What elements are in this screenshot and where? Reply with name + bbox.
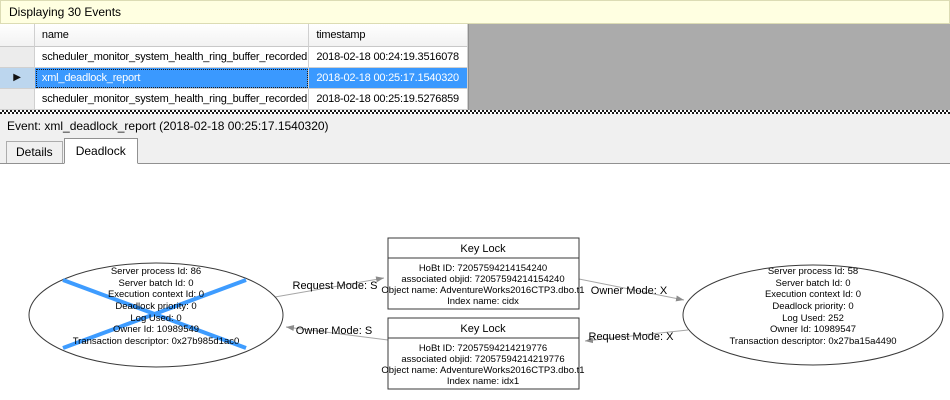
resource-node-keylock-bottom[interactable]: Key Lock HoBt ID: 72057594214219776 asso…: [381, 317, 585, 390]
resource-line: HoBt ID: 72057594214219776: [419, 343, 547, 354]
edge-label-owner-s: Owner Mode: S: [296, 325, 372, 337]
edge-request-s: Request Mode: S: [274, 276, 385, 298]
resource-line: Index name: cidx: [447, 296, 519, 307]
row-stub[interactable]: [0, 47, 35, 68]
event-name-cell[interactable]: scheduler_monitor_system_health_ring_buf…: [34, 47, 310, 68]
deadlock-graph-pane: Request Mode: S Owner Mode: S Owner Mode…: [0, 163, 950, 400]
process-node-victim[interactable]: Server process Id: 86 Server batch Id: 0…: [28, 262, 284, 368]
resource-line: associated objid: 72057594214219776: [401, 354, 564, 365]
grid-corner-stub: [0, 24, 35, 47]
node-line: Transaction descriptor: 0x27b985d1ac0: [73, 336, 240, 347]
resource-line: associated objid: 72057594214154240: [401, 274, 564, 285]
events-count-bar: Displaying 30 Events: [0, 0, 950, 24]
event-timestamp-cell[interactable]: 2018-02-18 00:24:19.3516078: [309, 47, 468, 68]
edge-request-x: Request Mode: X: [584, 329, 689, 344]
node-line: Transaction descriptor: 0x27ba15a4490: [729, 336, 896, 347]
resource-line: Object name: AdventureWorks2016CTP3.dbo.…: [381, 365, 584, 376]
edge-label-owner-x: Owner Mode: X: [591, 285, 668, 297]
event-timestamp-cell[interactable]: 2018-02-18 00:25:17.1540320: [309, 68, 468, 89]
event-name-cell[interactable]: xml_deadlock_report: [34, 68, 310, 89]
node-line: Execution context Id: 0: [765, 289, 861, 300]
tab-details[interactable]: Details: [6, 141, 63, 163]
column-header-name[interactable]: name: [34, 24, 310, 47]
process-node-right[interactable]: Server process Id: 58 Server batch Id: 0…: [682, 264, 944, 366]
row-stub[interactable]: ▶: [0, 68, 35, 89]
current-row-indicator-icon: ▶: [13, 72, 21, 83]
deadlock-graph: Request Mode: S Owner Mode: S Owner Mode…: [28, 237, 944, 390]
table-row-selected[interactable]: ▶ xml_deadlock_report 2018-02-18 00:25:1…: [0, 68, 468, 89]
edge-owner-s: Owner Mode: S: [285, 325, 389, 341]
edge-label-request-s: Request Mode: S: [293, 280, 378, 292]
node-line: Server batch Id: 0: [119, 278, 194, 289]
table-row[interactable]: scheduler_monitor_system_health_ring_buf…: [0, 47, 468, 68]
node-line: Owner Id: 10989547: [770, 324, 856, 335]
edge-label-request-x: Request Mode: X: [589, 331, 675, 343]
resource-line: Index name: idx1: [447, 376, 519, 387]
node-line: Server process Id: 58: [768, 266, 858, 277]
selected-event-strip: Event: xml_deadlock_report (2018-02-18 0…: [0, 114, 950, 137]
detail-tabstrip: Details Deadlock: [0, 137, 950, 164]
node-line: Deadlock priority: 0: [772, 301, 853, 312]
horizontal-splitter[interactable]: [0, 110, 950, 114]
column-header-timestamp[interactable]: timestamp: [309, 24, 468, 47]
event-timestamp-cell[interactable]: 2018-02-18 00:25:19.5276859: [309, 89, 468, 110]
grid-header-row: name timestamp: [0, 24, 468, 47]
events-count-label: Displaying 30 Events: [9, 5, 122, 19]
resource-title: Key Lock: [460, 323, 506, 335]
edge-owner-x: Owner Mode: X: [578, 278, 685, 302]
resource-line: Object name: AdventureWorks2016CTP3.dbo.…: [381, 285, 584, 296]
node-line: Server batch Id: 0: [776, 278, 851, 289]
resource-line: HoBt ID: 72057594214154240: [419, 263, 547, 274]
table-row[interactable]: scheduler_monitor_system_health_ring_buf…: [0, 89, 468, 110]
resource-node-keylock-top[interactable]: Key Lock HoBt ID: 72057594214154240 asso…: [381, 237, 585, 310]
event-name-cell[interactable]: scheduler_monitor_system_health_ring_buf…: [34, 89, 310, 110]
node-line: Log Used: 252: [782, 313, 844, 324]
node-line: Log Used: 0: [130, 313, 181, 324]
selected-event-label: Event: xml_deadlock_report (2018-02-18 0…: [7, 118, 329, 133]
resource-title: Key Lock: [460, 243, 506, 255]
events-grid-region: name timestamp scheduler_monitor_system_…: [0, 24, 950, 110]
row-stub[interactable]: [0, 89, 35, 110]
events-grid: name timestamp scheduler_monitor_system_…: [0, 24, 469, 110]
node-line: Deadlock priority: 0: [115, 301, 196, 312]
node-line: Execution context Id: 0: [108, 289, 204, 300]
node-line: Server process Id: 86: [111, 266, 201, 277]
tab-deadlock[interactable]: Deadlock: [63, 138, 138, 164]
node-line: Owner Id: 10989549: [113, 324, 199, 335]
